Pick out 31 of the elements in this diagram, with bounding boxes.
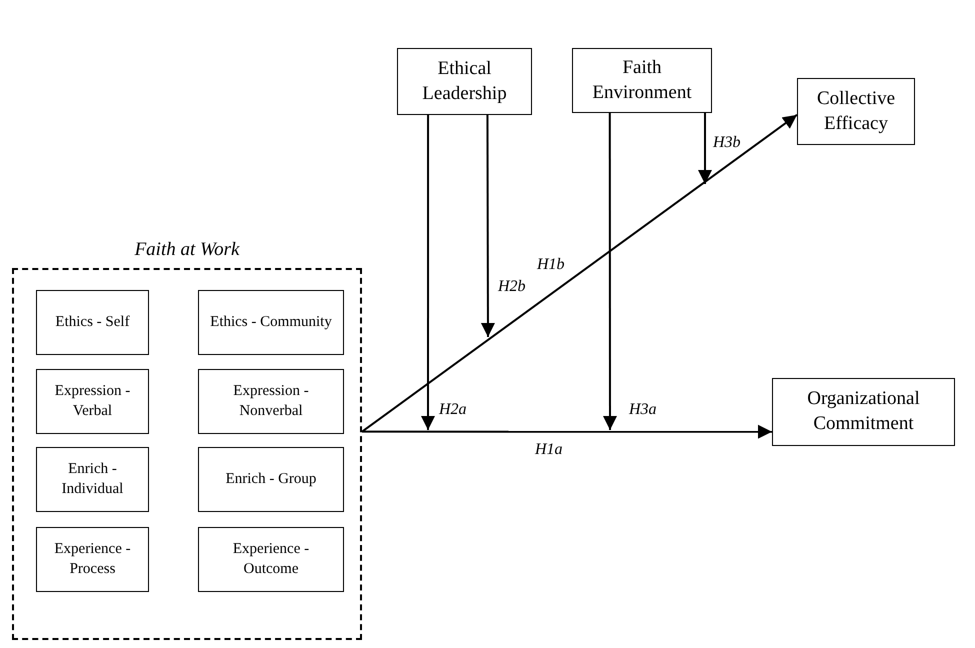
arrow xyxy=(603,113,617,430)
arrow xyxy=(698,113,712,184)
node-label: Ethics - Self xyxy=(54,312,131,332)
construct-box xyxy=(198,447,344,512)
node-label: Experience - Process xyxy=(53,540,132,578)
construct-box xyxy=(797,78,915,145)
node-label: Expression - Verbal xyxy=(54,382,132,420)
construct-box xyxy=(36,447,149,512)
node-label: Organizational Commitment xyxy=(806,387,921,436)
node-label: Enrich - Group xyxy=(224,470,318,489)
construct-box xyxy=(772,378,955,446)
construct-box xyxy=(36,369,149,434)
node-label: Ethics - Community xyxy=(209,312,333,332)
construct-box xyxy=(198,369,344,434)
arrow xyxy=(480,115,495,337)
construct-box xyxy=(572,48,712,113)
construct-box xyxy=(397,48,532,115)
node-label: Ethical Leadership xyxy=(421,56,508,106)
group-title: Faith at Work xyxy=(134,238,241,262)
construct-box xyxy=(36,527,149,592)
construct-box xyxy=(36,290,149,355)
arrow xyxy=(361,114,798,432)
node-label: Faith Environment xyxy=(591,56,693,104)
node-label: Experience - Outcome xyxy=(232,540,310,578)
node-label: Enrich - Individual xyxy=(60,460,124,498)
arrow xyxy=(362,424,772,439)
node-label: Expression - Nonverbal xyxy=(232,382,310,420)
arrow xyxy=(421,115,435,430)
construct-box xyxy=(198,527,344,592)
node-label: Collective Efficacy xyxy=(816,86,896,136)
construct-box xyxy=(198,290,344,355)
